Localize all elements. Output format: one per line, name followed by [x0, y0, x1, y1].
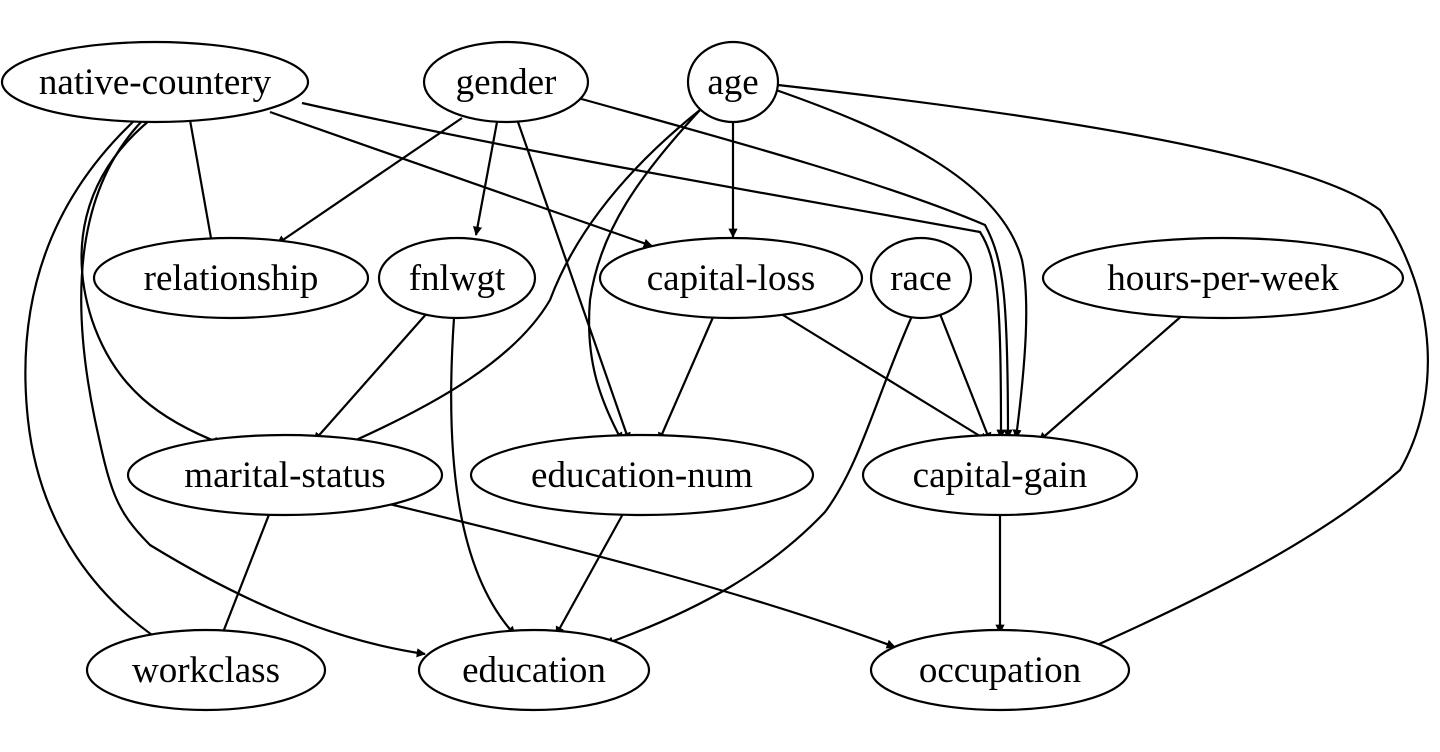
node-ellipse — [126, 433, 444, 517]
edge-hours-per-week-to-capital-gain — [1038, 312, 1186, 442]
node-capital-loss: capital-loss — [598, 236, 864, 320]
node-workclass: workclass — [85, 628, 327, 712]
edge-arrow — [775, 88, 1028, 439]
edge-arrow — [188, 119, 218, 256]
node-race: race — [869, 236, 973, 320]
node-ellipse — [469, 433, 815, 517]
edge-arrow — [516, 121, 631, 442]
edge-fnlwgt-to-marital-status — [313, 311, 429, 442]
edge-gender-to-fnlwgt — [472, 121, 499, 236]
node-ellipse — [861, 433, 1139, 517]
node-gender: gender — [422, 40, 590, 124]
node-label: fnlwgt — [409, 258, 506, 299]
edge-arrow — [555, 511, 625, 636]
edge-arrow — [80, 119, 426, 658]
node-hours-per-week: hours-per-week — [1041, 236, 1405, 320]
edge-age-to-marital-status — [344, 109, 701, 447]
node-occupation: occupation — [869, 628, 1131, 712]
edge-age-to-occupation — [777, 83, 1429, 659]
node-relationship: relationship — [92, 236, 370, 320]
node-capital-gain: capital-gain — [861, 433, 1139, 517]
node-ellipse — [869, 236, 973, 320]
edge-gender-to-relationship — [276, 117, 463, 245]
node-label: education-num — [531, 455, 753, 496]
node-label: education — [462, 650, 606, 691]
edge-gender-to-capital-gain — [577, 96, 1013, 439]
node-ellipse — [85, 628, 327, 712]
node-ellipse — [686, 40, 780, 124]
edge-arrow — [301, 101, 1006, 439]
edge-arrow — [384, 501, 896, 649]
edge-arrow — [276, 117, 463, 245]
edge-arrow — [80, 119, 223, 446]
edge-arrow — [344, 109, 701, 447]
edge-race-to-capital-gain — [938, 313, 992, 442]
node-ellipse — [422, 40, 590, 124]
node-label: age — [707, 62, 758, 103]
edge-education-num-to-education — [555, 511, 625, 636]
node-label: relationship — [144, 258, 319, 299]
node-ellipse — [92, 236, 370, 320]
node-native-countery: native-countery — [0, 40, 310, 124]
edge-age-to-education-num — [587, 109, 701, 442]
edge-race-to-education — [604, 315, 914, 646]
edges-layer — [24, 83, 1429, 659]
node-ellipse — [1041, 236, 1405, 320]
edge-arrow — [24, 119, 163, 643]
node-label: hours-per-week — [1107, 258, 1339, 299]
edge-native-countery-to-capital-gain — [301, 101, 1006, 439]
edge-arrow — [938, 313, 992, 442]
edge-marital-status-to-occupation — [384, 501, 896, 649]
node-label: native-countery — [39, 62, 272, 103]
node-label: race — [890, 258, 952, 299]
edge-arrow — [269, 110, 653, 248]
nodes-layer: native-countery gender age relationship fnlw… — [0, 40, 1405, 712]
edge-arrow — [313, 311, 429, 442]
edge-native-countery-to-relationship — [188, 119, 218, 256]
edge-arrow — [777, 83, 1429, 659]
edge-fnlwgt-to-education — [450, 317, 516, 636]
node-label: gender — [456, 62, 557, 103]
node-label: workclass — [132, 650, 280, 691]
edge-arrow — [1038, 312, 1186, 442]
edge-marital-status-to-workclass — [218, 511, 272, 641]
edge-arrow — [577, 96, 1013, 439]
edge-arrow — [604, 315, 914, 646]
edge-arrow — [657, 314, 716, 442]
edge-arrow — [587, 109, 701, 442]
node-label: capital-gain — [913, 455, 1088, 496]
edge-age-to-capital-gain — [775, 88, 1028, 439]
edge-arrow — [777, 311, 989, 442]
edge-arrow — [472, 121, 499, 236]
edge-arrow — [450, 317, 516, 636]
edge-native-countery-to-workclass — [24, 119, 163, 643]
node-label: capital-loss — [647, 258, 816, 299]
node-ellipse — [598, 236, 864, 320]
node-age: age — [686, 40, 780, 124]
node-fnlwgt: fnlwgt — [377, 236, 537, 320]
edge-capital-loss-to-capital-gain — [777, 311, 989, 442]
edge-native-countery-to-marital-status — [80, 119, 223, 446]
edge-gender-to-education-num — [516, 121, 631, 442]
edge-arrow — [218, 511, 272, 641]
node-marital-status: marital-status — [126, 433, 444, 517]
node-ellipse — [377, 236, 537, 320]
node-label: occupation — [919, 650, 1081, 691]
node-education: education — [417, 628, 651, 712]
node-ellipse — [0, 40, 310, 124]
node-label: marital-status — [184, 455, 385, 496]
edge-native-countery-to-capital-loss — [269, 110, 653, 248]
node-ellipse — [869, 628, 1131, 712]
edge-capital-loss-to-education-num — [657, 314, 716, 442]
node-education-num: education-num — [469, 433, 815, 517]
node-ellipse — [417, 628, 651, 712]
edge-native-countery-to-education — [80, 119, 426, 658]
